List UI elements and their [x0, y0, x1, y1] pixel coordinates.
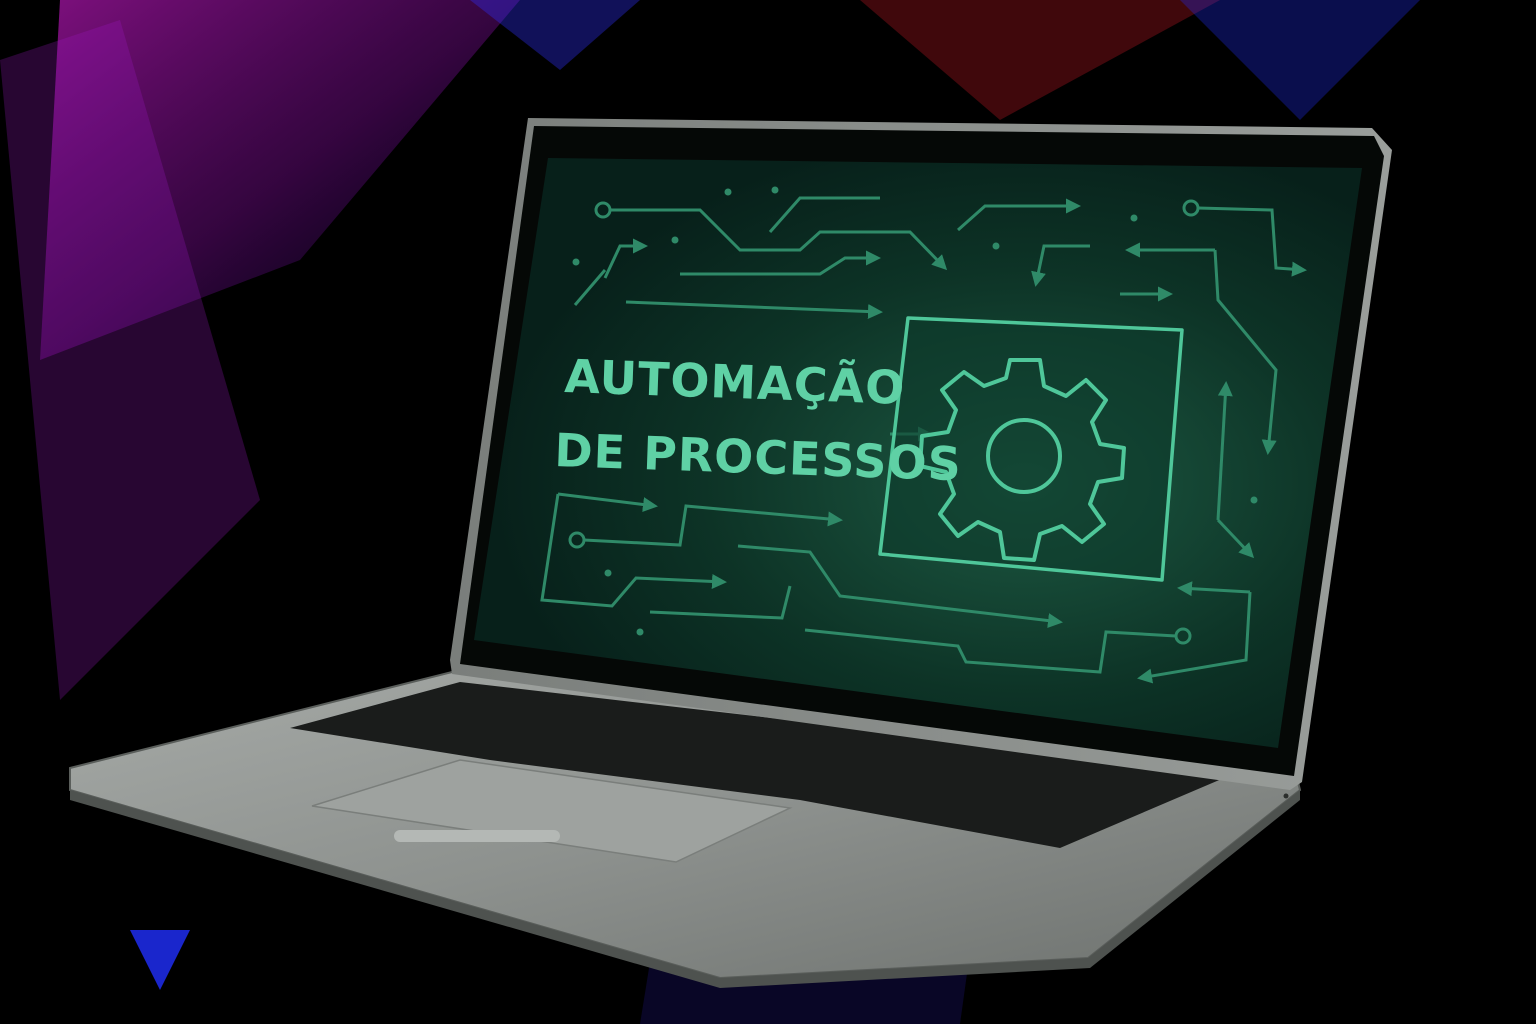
circuit-dots: [572, 186, 1258, 636]
front-notch: [394, 830, 560, 842]
headline-line1: AUTOMAÇÃO: [564, 348, 907, 415]
keyboard: [290, 682, 1238, 848]
background-glow: [0, 0, 1420, 1024]
side-port: [1283, 793, 1289, 799]
process-panel: [878, 316, 1184, 582]
trackpad: [311, 759, 793, 863]
gear-icon: [918, 358, 1126, 562]
